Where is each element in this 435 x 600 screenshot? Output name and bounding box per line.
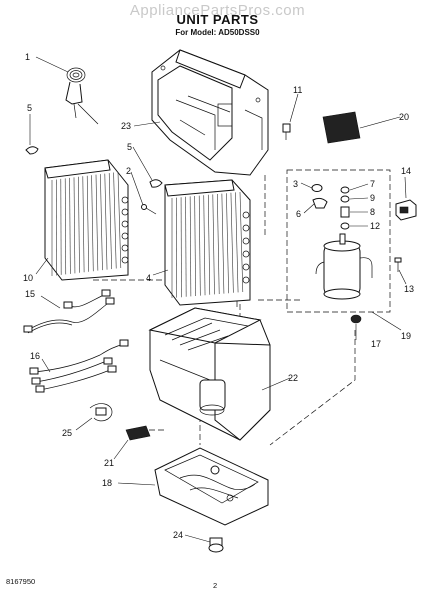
callout-24: 24 bbox=[173, 530, 183, 540]
coil-fin bbox=[226, 193, 229, 294]
screw-part-11 bbox=[282, 123, 291, 140]
callout-5-center: 5 bbox=[127, 142, 132, 152]
callout-6: 6 bbox=[296, 209, 301, 219]
callout-15: 15 bbox=[25, 289, 35, 299]
coil-fin bbox=[95, 174, 99, 271]
base-chassis-part bbox=[148, 307, 271, 441]
leader-lines bbox=[29, 56, 407, 543]
callout-4: 4 bbox=[146, 273, 151, 283]
coil-fin bbox=[78, 176, 80, 273]
callout-12: 12 bbox=[370, 221, 380, 231]
callout-19: 19 bbox=[401, 331, 411, 341]
screw-part bbox=[141, 204, 157, 215]
cover-plate-part bbox=[322, 111, 361, 144]
grommet-part bbox=[350, 314, 362, 324]
coil-fin bbox=[239, 191, 244, 293]
coil-fin bbox=[230, 192, 234, 293]
coil-fin bbox=[207, 194, 211, 295]
coil-fin bbox=[108, 173, 112, 270]
bolt-part bbox=[394, 257, 402, 272]
sensor-part bbox=[89, 403, 113, 422]
coil-fin bbox=[235, 192, 239, 293]
relay-part bbox=[395, 199, 417, 221]
callout-3: 3 bbox=[293, 179, 298, 189]
callout-9: 9 bbox=[370, 193, 375, 203]
callout-25: 25 bbox=[62, 428, 72, 438]
callout-18: 18 bbox=[102, 478, 112, 488]
callout-10: 10 bbox=[23, 273, 33, 283]
float-switch-part bbox=[125, 425, 151, 441]
compressor-part bbox=[315, 233, 373, 300]
coil-fin bbox=[198, 195, 201, 296]
watermark: AppliancePartsPros.com bbox=[129, 2, 306, 19]
callout-13: 13 bbox=[404, 284, 414, 294]
page-number: 2 bbox=[213, 581, 218, 590]
document-number: 8167950 bbox=[6, 577, 36, 586]
coil-fin bbox=[82, 176, 85, 273]
coil-fin bbox=[100, 174, 103, 271]
callout-8: 8 bbox=[370, 207, 375, 217]
coil-fin bbox=[189, 196, 192, 297]
drain-pan-part bbox=[154, 447, 269, 526]
page-title: UNIT PARTS bbox=[176, 12, 259, 27]
coil-fin bbox=[86, 175, 89, 272]
callout-labels: 1 2 3 4 5 5 6 7 8 9 10 11 12 13 14 15 16… bbox=[23, 52, 414, 540]
callout-1: 1 bbox=[25, 52, 30, 62]
coil-fin bbox=[64, 178, 67, 275]
callout-14: 14 bbox=[401, 166, 411, 176]
wire-harness-15 bbox=[23, 289, 115, 334]
callout-22: 22 bbox=[288, 373, 298, 383]
coil-fin bbox=[217, 193, 220, 295]
callout-21: 21 bbox=[104, 458, 114, 468]
coil-fin bbox=[203, 195, 206, 296]
coil-fin bbox=[185, 196, 187, 297]
compressor-group-box bbox=[286, 169, 391, 313]
evaporator-coil-part bbox=[164, 179, 251, 306]
coil-fin bbox=[113, 172, 117, 269]
model-subtitle: For Model: AD50DSS0 bbox=[175, 28, 260, 37]
callout-20: 20 bbox=[399, 112, 409, 122]
callout-23: 23 bbox=[121, 121, 131, 131]
callout-2: 2 bbox=[126, 166, 131, 176]
upper-housing-part bbox=[151, 49, 269, 176]
coil-fin bbox=[117, 171, 122, 269]
caster-wheel-part bbox=[208, 537, 224, 553]
coil-fin bbox=[91, 175, 94, 272]
callout-7: 7 bbox=[370, 179, 375, 189]
callout-5-left: 5 bbox=[27, 103, 32, 113]
capillary-tube-part bbox=[65, 67, 99, 125]
callout-16: 16 bbox=[30, 351, 40, 361]
condenser-coil-part bbox=[44, 159, 129, 281]
coil-fin bbox=[221, 193, 225, 294]
coil-fin bbox=[69, 177, 71, 274]
overload-parts bbox=[311, 184, 350, 230]
callout-11: 11 bbox=[293, 85, 302, 95]
clip-part-center bbox=[149, 179, 163, 188]
wire-harness-16 bbox=[29, 339, 129, 393]
coil-fin bbox=[212, 194, 215, 295]
coil-fin bbox=[73, 177, 76, 274]
coil-fin bbox=[104, 173, 108, 270]
coil-fin bbox=[194, 195, 196, 297]
clip-part-left bbox=[25, 146, 39, 155]
callout-17: 17 bbox=[371, 339, 381, 349]
